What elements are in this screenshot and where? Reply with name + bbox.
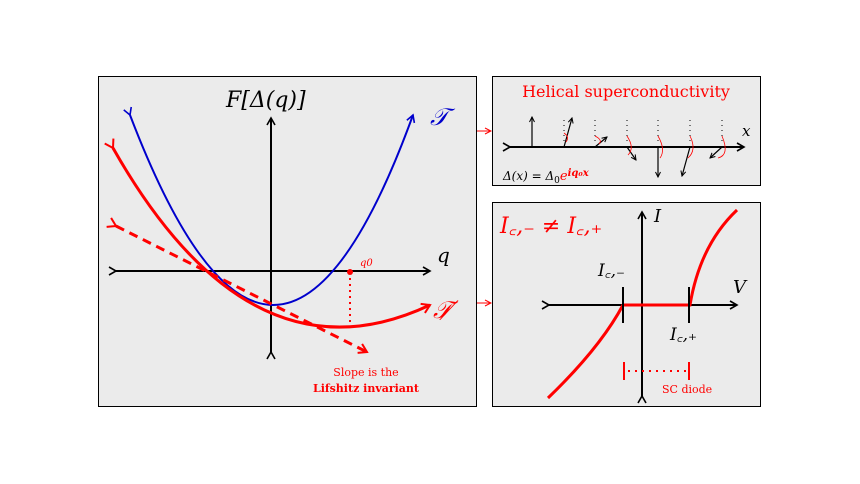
free-energy-panel: F[Δ(q)] q 𝒯 𝒯̸ q0 Slope is the Lifshitz … xyxy=(98,76,477,407)
panel-frame xyxy=(98,76,477,407)
q-axis-label: q xyxy=(437,243,450,267)
i-axis-label: I xyxy=(653,206,662,227)
q0-label: q0 xyxy=(360,258,373,269)
lifshitz-slope-line xyxy=(106,217,369,354)
rotation-arcs xyxy=(563,132,726,159)
slope-caption-2: Lifshitz invariant xyxy=(313,382,420,395)
ic-minus-label: I꜀,₋ xyxy=(597,261,625,281)
diode-panel: I꜀,₋ ≠ I꜀,₊ I V I꜀,₋ I꜀,₊ SC diode xyxy=(492,202,761,407)
critical-current-inequality: I꜀,₋ ≠ I꜀,₊ xyxy=(499,214,602,239)
spin-arrows xyxy=(532,117,723,177)
helical-panel: Helical superconductivity x Δ(x) = Δ0eiq… xyxy=(492,76,761,186)
v-axis-label: V xyxy=(733,277,748,298)
y-axis-label: F[Δ(q)] xyxy=(225,88,306,113)
slope-caption-1: Slope is the xyxy=(333,366,398,379)
ic-plus-label: I꜀,₊ xyxy=(669,325,697,345)
sc-diode-label: SC diode xyxy=(662,383,712,396)
order-parameter-formula: Δ(x) = Δ0eiq₀x xyxy=(502,168,590,186)
iv-curve xyxy=(546,208,739,400)
x-axis-label: x xyxy=(742,122,751,140)
helical-title: Helical superconductivity xyxy=(522,82,730,101)
reference-dots xyxy=(563,120,723,145)
